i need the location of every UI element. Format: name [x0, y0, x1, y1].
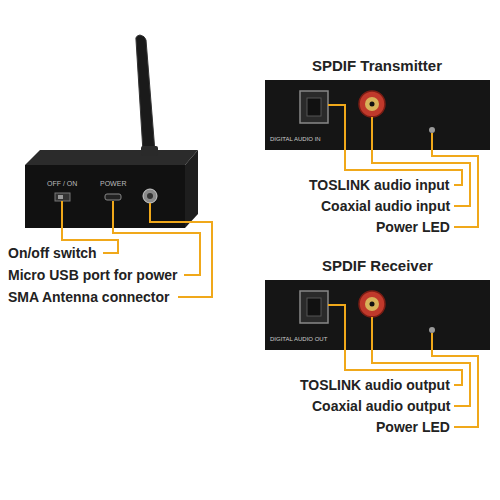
- callout-label: TOSLINK audio input: [309, 177, 450, 193]
- rca-hole: [370, 102, 375, 107]
- antenna: [136, 35, 155, 152]
- switch-knob: [58, 195, 63, 199]
- device-heading: SPDIF Receiver: [322, 257, 433, 274]
- rca-jack: [359, 291, 385, 317]
- rca-ring: [365, 297, 379, 311]
- leader-line: [328, 105, 462, 185]
- device-print: DIGITAL AUDIO OUT: [270, 336, 327, 343]
- sma-connector: [143, 189, 157, 203]
- leader-lines: [62, 105, 478, 427]
- callout-label: Coaxial audio input: [321, 198, 450, 214]
- callout-label: TOSLINK audio output: [300, 377, 450, 393]
- callout-label: SMA Antenna connector: [8, 289, 170, 305]
- device-heading: SPDIF Transmitter: [312, 57, 442, 74]
- sma-pin: [147, 193, 153, 199]
- box-side: [185, 150, 198, 228]
- callout-label: Power LED: [376, 219, 450, 235]
- usb-port: [105, 194, 121, 200]
- receiver-box: [265, 280, 490, 350]
- callout-label: On/off switch: [8, 245, 97, 261]
- callout-label: Coaxial audio output: [312, 398, 450, 414]
- power-led: [429, 127, 435, 133]
- rca-hole: [370, 302, 375, 307]
- box-top: [25, 150, 198, 165]
- power-led: [429, 327, 435, 333]
- box-front: [25, 165, 185, 228]
- rca-jack: [359, 91, 385, 117]
- callout-label: Micro USB port for power: [8, 267, 178, 283]
- antenna-base: [141, 146, 158, 156]
- callout-label: Power LED: [376, 419, 450, 435]
- toslink-port: [300, 291, 328, 323]
- leader-line: [328, 305, 462, 385]
- device-print: OFF / ON: [47, 180, 77, 188]
- leader-line: [113, 201, 200, 275]
- device-print: DIGITAL AUDIO IN: [270, 136, 321, 143]
- switch-symbol: [55, 193, 70, 201]
- device-print: POWER: [100, 180, 126, 188]
- rca-ring: [365, 97, 379, 111]
- transmitter-box: [265, 80, 490, 150]
- toslink-socket: [307, 298, 321, 316]
- toslink-port: [300, 91, 328, 123]
- toslink-socket: [307, 98, 321, 116]
